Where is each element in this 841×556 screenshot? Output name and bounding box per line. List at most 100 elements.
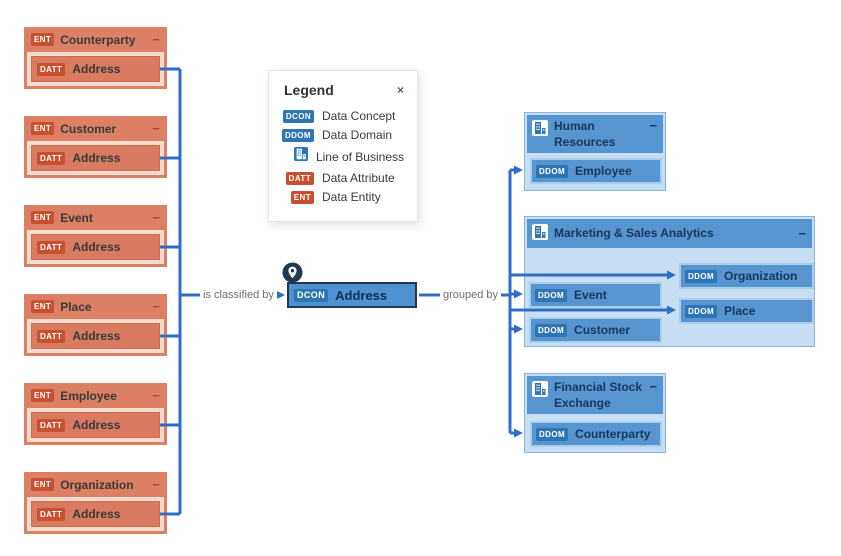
entity-body: DATT Address xyxy=(27,230,164,264)
lob-header: Human Resources − xyxy=(527,115,663,154)
legend-title: Legend xyxy=(284,82,334,98)
entity-card-organization[interactable]: ENT Organization − DATT Address xyxy=(24,472,167,534)
ddom-badge: DDOM xyxy=(685,269,718,283)
ent-badge: ENT xyxy=(31,122,55,135)
entity-name: Place xyxy=(60,299,92,314)
attribute-node-address[interactable]: DATT Address xyxy=(31,412,160,438)
collapse-icon[interactable]: − xyxy=(152,32,160,47)
lob-header: Financial Stock Exchange − xyxy=(527,376,663,415)
line-of-business-icon xyxy=(293,147,308,166)
domain-node-event[interactable]: DDOM Event xyxy=(529,282,662,308)
attribute-name: Address xyxy=(72,329,121,343)
collapse-icon[interactable]: − xyxy=(152,210,160,225)
lob-title: Marketing & Sales Analytics xyxy=(554,226,714,241)
ddom-badge: DDOM xyxy=(536,164,569,178)
attribute-name: Address xyxy=(72,151,121,165)
entity-header: ENT Customer − xyxy=(27,116,164,141)
collapse-icon[interactable]: − xyxy=(152,388,160,403)
concept-name: Address xyxy=(335,287,388,303)
entity-card-place[interactable]: ENT Place − DATT Address xyxy=(24,294,167,356)
legend-row-data-concept: DCON Data Concept xyxy=(282,109,404,123)
attribute-node-address[interactable]: DATT Address xyxy=(31,145,160,171)
legend-panel: Legend × DCON Data Concept DDOM Data Dom… xyxy=(268,70,418,222)
attribute-name: Address xyxy=(72,418,121,432)
legend-row-data-attribute: DATT Data Attribute xyxy=(284,171,404,185)
entity-body: DATT Address xyxy=(27,141,164,175)
ddom-badge: DDOM xyxy=(536,427,569,441)
domain-name: Event xyxy=(574,288,607,302)
entity-card-event[interactable]: ENT Event − DATT Address xyxy=(24,205,167,267)
attribute-name: Address xyxy=(72,507,121,521)
domain-name: Employee xyxy=(575,164,632,178)
ddom-badge: DDOM xyxy=(685,304,718,318)
close-icon[interactable]: × xyxy=(396,83,404,97)
collapse-icon[interactable]: − xyxy=(649,118,657,133)
entity-card-employee[interactable]: ENT Employee − DATT Address xyxy=(24,383,167,445)
datt-badge: DATT xyxy=(37,507,66,521)
attribute-name: Address xyxy=(72,62,121,76)
datt-badge: DATT xyxy=(285,171,314,185)
entity-header: ENT Counterparty − xyxy=(27,27,164,52)
collapse-icon[interactable]: − xyxy=(152,121,160,136)
ent-badge: ENT xyxy=(31,33,55,46)
datt-badge: DATT xyxy=(37,329,66,343)
domain-node-counterparty[interactable]: DDOM Counterparty xyxy=(530,421,662,447)
entity-header: ENT Organization − xyxy=(27,472,164,497)
line-of-business-icon xyxy=(532,224,548,245)
collapse-icon[interactable]: − xyxy=(649,379,657,394)
dcon-badge: DCON xyxy=(294,288,329,302)
entity-card-counterparty[interactable]: ENT Counterparty − DATT Address xyxy=(24,27,167,89)
domain-node-place[interactable]: DDOM Place xyxy=(679,298,814,324)
entity-name: Customer xyxy=(60,121,117,136)
datt-badge: DATT xyxy=(37,240,66,254)
lob-box-financial-stock-exchange[interactable]: Financial Stock Exchange − DDOM Counterp… xyxy=(524,373,666,453)
lob-box-human-resources[interactable]: Human Resources − DDOM Employee xyxy=(524,112,666,191)
entity-name: Employee xyxy=(60,388,117,403)
lob-header: Marketing & Sales Analytics − xyxy=(527,219,812,248)
lob-box-marketing-sales-analytics[interactable]: Marketing & Sales Analytics − DDOM Event… xyxy=(524,216,815,347)
legend-row-line-of-business: Line of Business xyxy=(284,147,404,166)
datt-badge: DATT xyxy=(37,62,66,76)
collapse-icon[interactable]: − xyxy=(152,477,160,492)
relation-label-is-classified-by: is classified by xyxy=(200,288,277,302)
collapse-icon[interactable]: − xyxy=(152,299,160,314)
attribute-node-address[interactable]: DATT Address xyxy=(31,56,160,82)
attribute-node-address[interactable]: DATT Address xyxy=(31,323,160,349)
pin-icon xyxy=(282,262,303,283)
datt-badge: DATT xyxy=(37,151,66,165)
entity-header: ENT Event − xyxy=(27,205,164,230)
ent-badge: ENT xyxy=(290,190,314,204)
ent-badge: ENT xyxy=(31,300,55,313)
attribute-node-address[interactable]: DATT Address xyxy=(31,234,160,260)
concept-node-address[interactable]: DCON Address xyxy=(287,282,417,308)
line-of-business-icon xyxy=(532,381,548,402)
lob-title: Financial Stock Exchange xyxy=(554,380,643,410)
domain-node-employee[interactable]: DDOM Employee xyxy=(530,158,662,184)
lob-title: Human Resources xyxy=(554,119,616,149)
ddom-badge: DDOM xyxy=(535,323,568,337)
line-of-business-icon xyxy=(532,120,548,141)
entity-name: Counterparty xyxy=(60,32,136,47)
entity-card-customer[interactable]: ENT Customer − DATT Address xyxy=(24,116,167,178)
domain-node-organization[interactable]: DDOM Organization xyxy=(679,263,814,289)
ddom-badge: DDOM xyxy=(535,288,568,302)
domain-node-customer[interactable]: DDOM Customer xyxy=(529,317,662,343)
collapse-icon[interactable]: − xyxy=(798,226,806,241)
entity-body: DATT Address xyxy=(27,52,164,86)
ent-badge: ENT xyxy=(31,389,55,402)
datt-badge: DATT xyxy=(37,418,66,432)
relation-label-grouped-by: grouped by xyxy=(440,288,502,302)
domain-name: Place xyxy=(724,304,756,318)
ddom-badge: DDOM xyxy=(281,128,314,142)
entity-name: Organization xyxy=(60,477,134,492)
entity-body: DATT Address xyxy=(27,408,164,442)
entity-header: ENT Employee − xyxy=(27,383,164,408)
entity-body: DATT Address xyxy=(27,319,164,353)
ent-badge: ENT xyxy=(31,211,55,224)
entity-header: ENT Place − xyxy=(27,294,164,319)
entity-name: Event xyxy=(60,210,93,225)
attribute-node-address[interactable]: DATT Address xyxy=(31,501,160,527)
legend-row-data-domain: DDOM Data Domain xyxy=(281,128,404,142)
legend-row-data-entity: ENT Data Entity xyxy=(284,190,404,204)
ent-badge: ENT xyxy=(31,478,55,491)
